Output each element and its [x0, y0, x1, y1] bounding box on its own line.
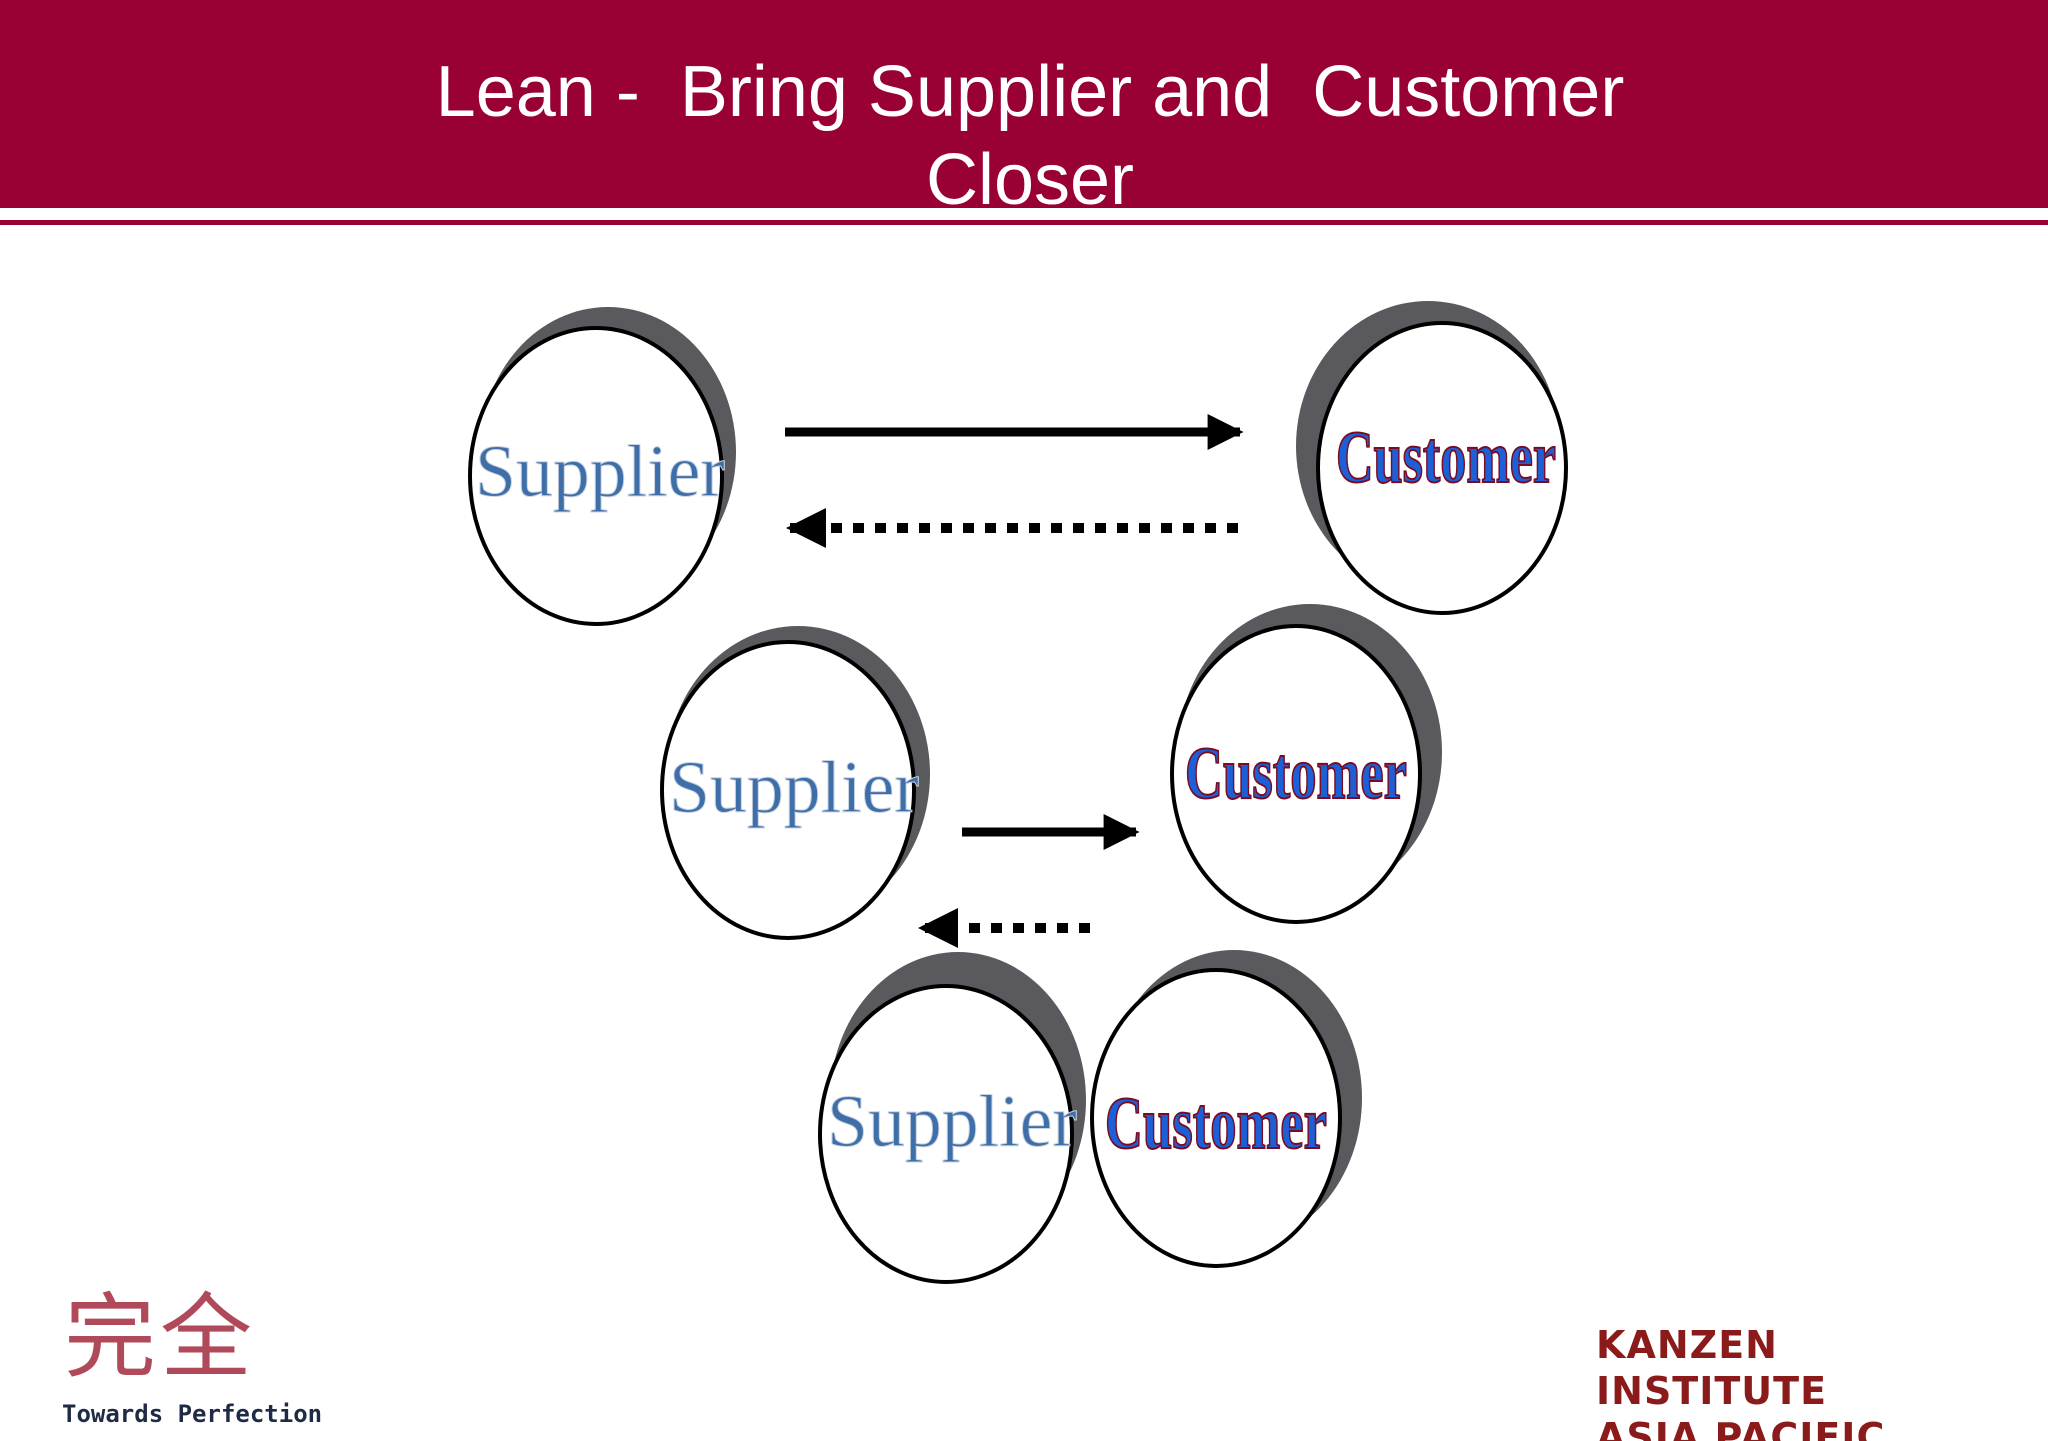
- supplier-label: Supplier: [669, 747, 919, 829]
- brand-line-2: INSTITUTE: [1596, 1369, 1828, 1413]
- supplier-circle: [818, 984, 1074, 1284]
- stage-far: Supplier Customer: [468, 301, 1568, 626]
- brand-line-1: KANZEN: [1596, 1323, 1778, 1367]
- brand-line-3: ASIA PACIFIC: [1596, 1415, 1886, 1441]
- brand-wordmark: KANZEN INSTITUTE ASIA PACIFIC: [1596, 1322, 1885, 1441]
- supplier-label: Supplier: [475, 431, 725, 513]
- title-line-2: Closer: [925, 140, 1135, 220]
- stage-closer: Supplier Customer: [660, 604, 1442, 948]
- supplier-circle: [660, 640, 916, 940]
- customer-label: Customer: [1105, 1083, 1327, 1165]
- title-banner: [0, 0, 2048, 208]
- logo-tagline: Towards Perfection: [62, 1400, 323, 1428]
- supplier-label: Supplier: [827, 1081, 1077, 1163]
- title-divider: [0, 220, 2048, 225]
- customer-label: Customer: [1185, 733, 1407, 815]
- customer-circle: [1090, 968, 1342, 1268]
- customer-label: Customer: [1336, 417, 1556, 499]
- slide-title: Lean - Bring Supplier and Customer Close…: [0, 48, 2048, 224]
- stage-together: Supplier Customer: [818, 950, 1362, 1284]
- supplier-circle: [468, 326, 724, 626]
- title-line-1: Lean - Bring Supplier and Customer: [435, 52, 1625, 132]
- customer-circle: [1316, 321, 1568, 615]
- customer-circle: [1170, 624, 1422, 924]
- kanzen-logo-kanji: 完全: [64, 1284, 257, 1391]
